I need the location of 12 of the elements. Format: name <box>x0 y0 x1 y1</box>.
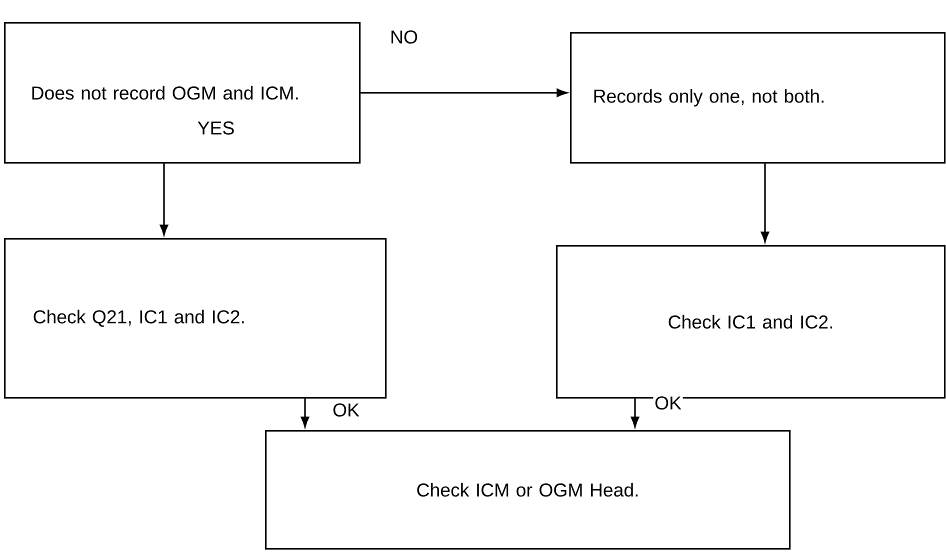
process-box: Check Q21, IC1 and IC2. <box>4 238 387 399</box>
edge-label: OK <box>331 402 361 418</box>
edge-label: OK <box>653 395 683 411</box>
arrow <box>300 398 310 428</box>
arrow <box>630 398 640 428</box>
process-box: Check ICM or OGM Head. <box>265 430 791 550</box>
process-box: Records only one, not both. <box>570 32 946 164</box>
arrow <box>760 164 770 242</box>
edge-label: YES <box>196 120 236 136</box>
edge-label: NO <box>388 29 420 45</box>
arrow <box>360 88 568 97</box>
arrow <box>160 164 168 236</box>
